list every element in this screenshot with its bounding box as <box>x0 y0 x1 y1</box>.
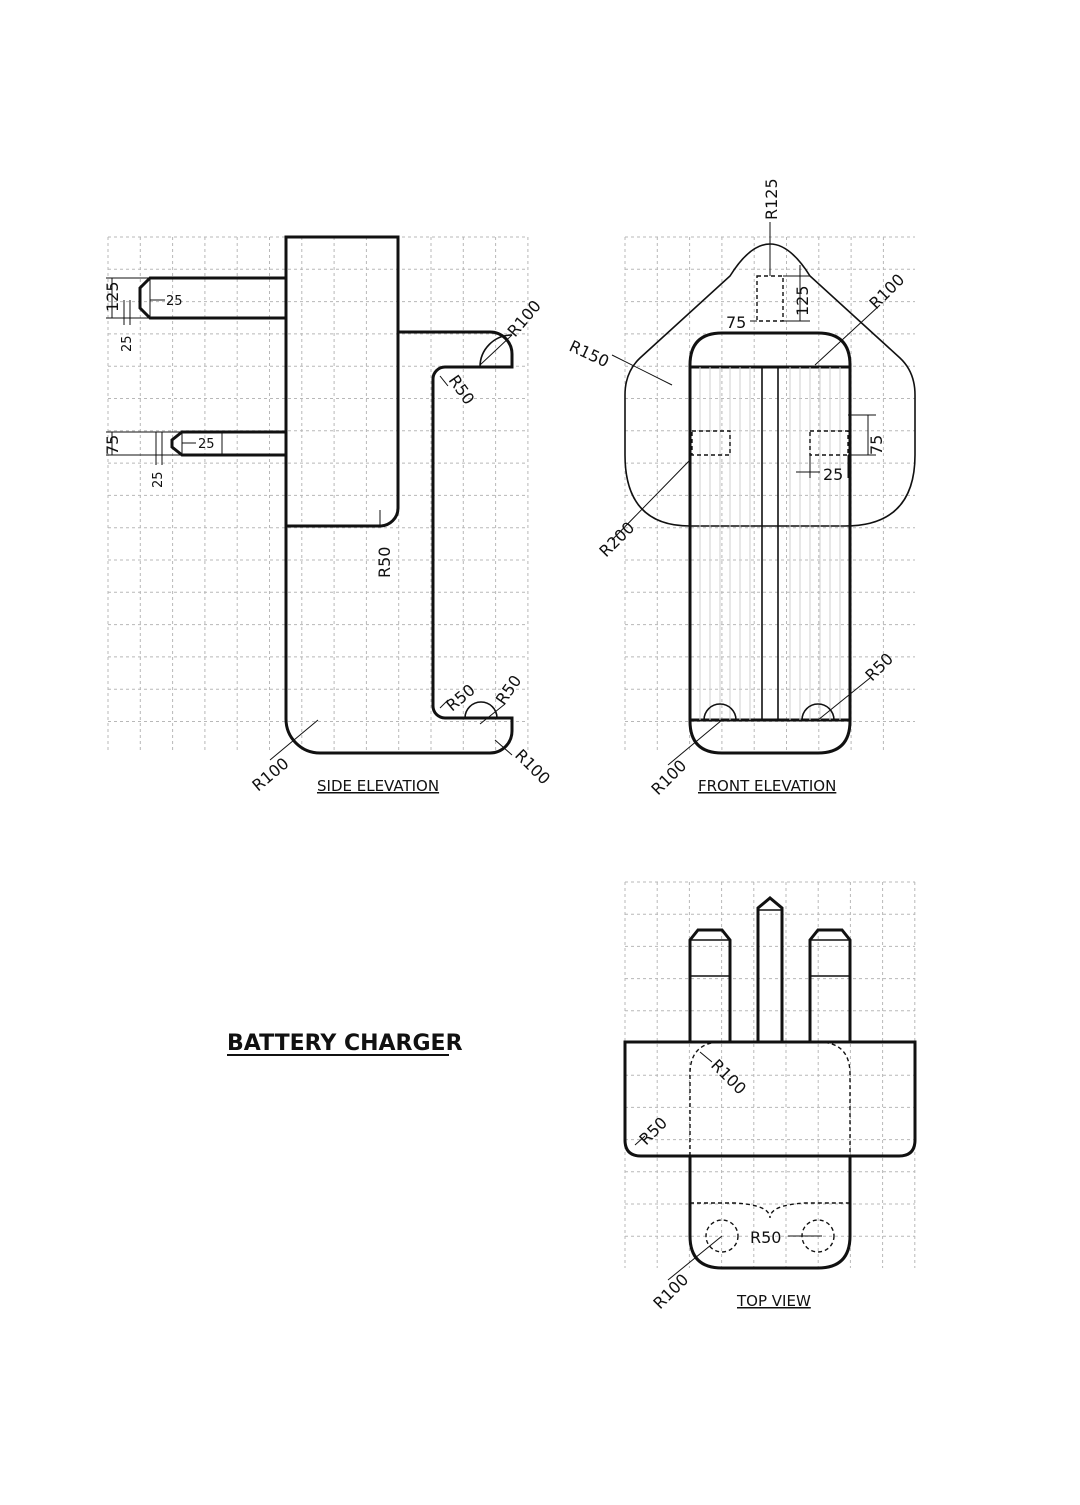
side-upper-prong <box>138 276 286 320</box>
top-hidden-hole-left <box>705 1219 739 1253</box>
side-dim-75: 75 <box>103 435 122 455</box>
top-dim-r100-inner: R100 <box>707 1055 750 1098</box>
front-dim-r100-bottom: R100 <box>647 756 690 799</box>
top-dim-r50-hole: R50 <box>750 1228 781 1247</box>
top-lower-body <box>688 1156 852 1270</box>
top-hidden-body <box>689 1041 851 1156</box>
front-dimension-lines <box>611 222 881 766</box>
side-elevation-label: SIDE ELEVATION <box>317 777 439 795</box>
top-left-prong <box>688 928 732 1042</box>
side-dim-r50-top: R50 <box>445 371 479 408</box>
top-center-prong <box>756 896 784 1042</box>
front-dim-75-top: 75 <box>726 313 746 332</box>
front-dim-125: 125 <box>793 285 812 316</box>
side-bottom-notch <box>464 701 498 719</box>
side-dim-25a: 25 <box>120 335 135 352</box>
top-view-grid <box>624 881 916 1268</box>
front-dim-r200: R200 <box>595 518 638 561</box>
front-elevation-label: FRONT ELEVATION <box>698 777 836 795</box>
front-dim-r100-top: R100 <box>865 270 908 313</box>
front-dim-r50: R50 <box>861 649 897 685</box>
front-body <box>688 331 852 755</box>
side-elevation-view: 125 25 25 75 25 25 R100 R50 R50 R50 R50 … <box>103 235 554 795</box>
front-head-outline <box>624 243 916 527</box>
side-dim-r50-bottom: R50 <box>442 680 478 715</box>
drawing-title: BATTERY CHARGER <box>227 1031 463 1056</box>
top-dimension-lines <box>634 1051 822 1281</box>
front-dim-r125: R125 <box>762 178 781 220</box>
side-elevation-grid <box>107 236 529 753</box>
top-hidden-groove <box>690 1202 850 1219</box>
side-lower-prong <box>170 430 286 457</box>
front-dim-75-side: 75 <box>867 435 886 455</box>
side-dimension-lines <box>106 277 513 761</box>
front-top-pin-hole <box>756 275 784 322</box>
side-dim-25d: 25 <box>198 437 215 452</box>
front-right-pin-hole <box>809 430 849 456</box>
side-top-hook <box>479 334 513 368</box>
side-dim-125: 125 <box>103 281 122 312</box>
side-dim-r100-bottomright: R100 <box>511 745 554 788</box>
side-dim-r50-notch: R50 <box>492 672 526 709</box>
side-dim-r50-head: R50 <box>375 547 394 578</box>
front-bottom-notch-left <box>703 703 737 721</box>
top-dim-r50-head: R50 <box>635 1113 671 1149</box>
side-head-block <box>286 332 400 528</box>
side-dim-25c: 25 <box>151 471 166 488</box>
side-main-body <box>284 235 514 755</box>
front-dim-25: 25 <box>823 465 843 484</box>
top-dim-r100-outer: R100 <box>649 1270 692 1313</box>
top-view-label: TOP VIEW <box>736 1292 811 1310</box>
top-view: R100 R50 R50 R100 TOP VIEW <box>623 896 917 1313</box>
front-bottom-notch-right <box>801 703 835 721</box>
top-head-block <box>623 1040 917 1158</box>
front-ribs <box>699 367 841 720</box>
front-left-pin-hole <box>691 430 731 456</box>
side-dim-25b: 25 <box>166 294 183 309</box>
top-right-prong <box>808 928 852 1042</box>
front-elevation-view: R125 125 75 R100 R150 75 25 R200 R50 R10… <box>566 178 916 799</box>
front-dim-r150: R150 <box>566 336 612 371</box>
